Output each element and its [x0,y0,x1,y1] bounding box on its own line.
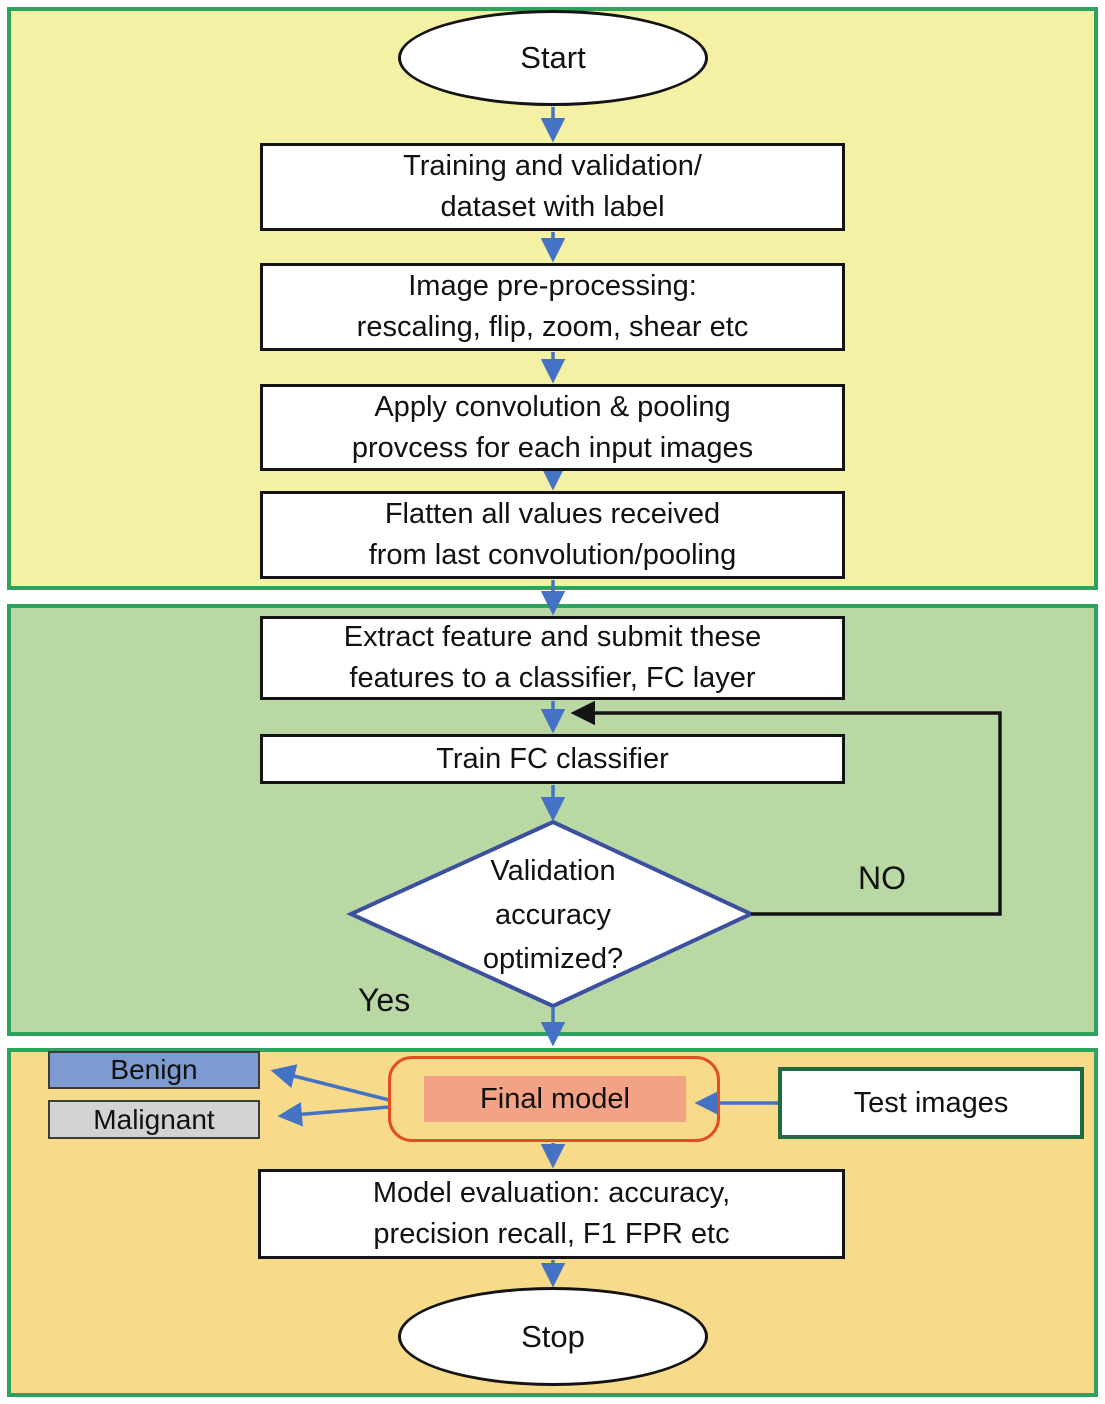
train-fc-label: Train FC classifier [436,742,669,775]
preprocessing-step: Image pre-processing: rescaling, flip, z… [260,263,845,351]
test-images-label: Test images [853,1086,1009,1119]
flatten-line1: Flatten all values received [384,498,721,530]
model-evaluation-step: Model evaluation: accuracy, precision re… [258,1169,845,1259]
final-model-label: Final model [480,1082,630,1115]
training-dataset-line2: dataset with label [440,191,665,223]
final-model-node: Final model [424,1076,686,1122]
decision-line1: Validation [490,855,616,887]
benign-label: Benign [110,1054,198,1085]
benign-output-box: Benign [48,1051,260,1089]
test-images-node: Test images [778,1067,1084,1139]
model-evaluation-line1: Model evaluation: accuracy, [372,1177,731,1209]
start-label: Start [520,40,586,75]
decision-line2: accuracy [494,899,612,931]
flatten-line2: from last convolution/pooling [368,539,737,571]
no-edge-label: NO [858,860,906,896]
extract-features-line1: Extract feature and submit these [343,621,762,653]
train-fc-step: Train FC classifier [260,734,845,784]
flatten-step: Flatten all values received from last co… [260,491,845,579]
decision-node: Validation accuracy optimized? [443,849,663,981]
extract-features-line2: features to a classifier, FC layer [349,662,756,694]
training-dataset-line1: Training and validation/ [403,150,702,182]
final-model-frame [388,1056,720,1142]
convolution-line1: Apply convolution & pooling [374,390,731,423]
model-evaluation-line2: precision recall, F1 FPR etc [373,1218,730,1250]
malignant-output-box: Malignant [48,1100,260,1139]
extract-features-step: Extract feature and submit these feature… [260,616,845,700]
preprocessing-line1: Image pre-processing: [408,270,697,302]
convolution-step: Apply convolution & pooling provcess for… [260,384,845,471]
stop-terminal: Stop [398,1287,708,1386]
decision-line3: optimized? [482,943,624,975]
preprocessing-line2: rescaling, flip, zoom, shear etc [356,311,749,343]
malignant-label: Malignant [93,1103,215,1135]
training-dataset-step: Training and validation/ dataset with la… [260,143,845,231]
convolution-line2: provcess for each input images [351,431,754,464]
yes-edge-label: Yes [358,982,411,1018]
start-terminal: Start [398,10,708,106]
stop-label: Stop [521,1318,585,1354]
